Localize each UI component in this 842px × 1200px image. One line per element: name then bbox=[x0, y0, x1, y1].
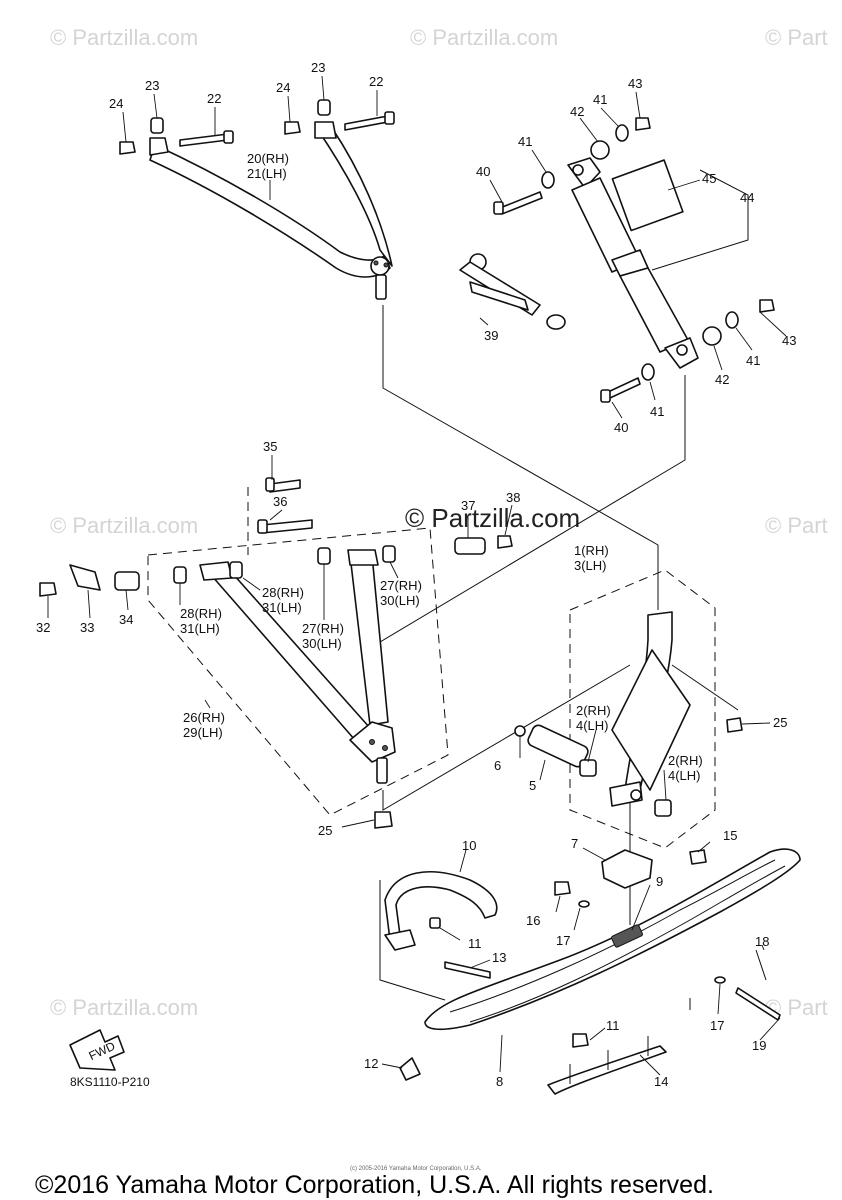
callout-23: 23 bbox=[311, 60, 325, 75]
callout-30-lh: 30(LH) bbox=[380, 593, 420, 608]
callout-22: 22 bbox=[207, 91, 221, 106]
callout-28-rh: 28(RH) bbox=[180, 606, 222, 621]
ski-8 bbox=[399, 848, 801, 1081]
handle-10 bbox=[384, 871, 498, 951]
callout-42: 42 bbox=[715, 372, 729, 387]
callout-8: 8 bbox=[496, 1074, 503, 1089]
watermark: © Partzilla.com bbox=[50, 995, 198, 1020]
watermark: © Partzilla.com bbox=[50, 25, 198, 50]
callout-29-lh: 29(LH) bbox=[183, 725, 223, 740]
callout-38: 38 bbox=[506, 490, 520, 505]
callout-28-rh: 28(RH) bbox=[262, 585, 304, 600]
upper-a-arm bbox=[149, 121, 393, 300]
callout-26-rh: 26(RH) bbox=[183, 710, 225, 725]
fwd-arrow: FWD bbox=[69, 1029, 125, 1071]
tool-39 bbox=[459, 253, 566, 330]
watermark: © Part bbox=[765, 25, 828, 50]
leader-lines bbox=[47, 75, 787, 1076]
assembly-lines bbox=[374, 305, 739, 1001]
watermark-center: © Partzilla.com bbox=[405, 503, 580, 533]
watermark: © Partzilla.com bbox=[50, 513, 198, 538]
copyright-small: (c) 2005-2016 Yamaha Motor Corporation, … bbox=[350, 1166, 482, 1172]
callout-32: 32 bbox=[36, 620, 50, 635]
callout-14: 14 bbox=[654, 1074, 668, 1089]
callout-41: 41 bbox=[746, 353, 760, 368]
callout-41: 41 bbox=[518, 134, 532, 149]
callout-20-rh: 20(RH) bbox=[247, 151, 289, 166]
callout-17: 17 bbox=[556, 933, 570, 948]
callout-4-lh: 4(LH) bbox=[576, 718, 609, 733]
callout-17: 17 bbox=[710, 1018, 724, 1033]
callout-34: 34 bbox=[119, 612, 133, 627]
callout-27-rh: 27(RH) bbox=[302, 621, 344, 636]
callout-36: 36 bbox=[273, 494, 287, 509]
callout-24: 24 bbox=[109, 96, 123, 111]
callout-2-rh: 2(RH) bbox=[668, 753, 703, 768]
callout-19: 19 bbox=[752, 1038, 766, 1053]
callout-10: 10 bbox=[462, 838, 476, 853]
callout-40: 40 bbox=[476, 164, 490, 179]
callout-31-lh: 31(LH) bbox=[262, 600, 302, 615]
damper-7 bbox=[601, 849, 653, 889]
callout-25: 25 bbox=[773, 715, 787, 730]
callout-39: 39 bbox=[484, 328, 498, 343]
callout-7: 7 bbox=[571, 836, 578, 851]
spindle bbox=[374, 611, 743, 829]
callout-44: 44 bbox=[740, 190, 754, 205]
callout-41: 41 bbox=[593, 92, 607, 107]
callout-16: 16 bbox=[526, 913, 540, 928]
callout-40: 40 bbox=[614, 420, 628, 435]
callout-18: 18 bbox=[755, 934, 769, 949]
callout-35: 35 bbox=[263, 439, 277, 454]
callout-42: 42 bbox=[570, 104, 584, 119]
watermarks: © Partzilla.com © Partzilla.com © Part ©… bbox=[50, 25, 828, 1020]
lower-arm-hardware bbox=[39, 477, 513, 597]
callout-37: 37 bbox=[461, 498, 475, 513]
callout-30-lh: 30(LH) bbox=[302, 636, 342, 651]
watermark: © Part bbox=[765, 513, 828, 538]
callout-1-rh: 1(RH) bbox=[574, 543, 609, 558]
shock-hardware bbox=[493, 117, 775, 403]
callout-31-lh: 31(LH) bbox=[180, 621, 220, 636]
dashed-boxes bbox=[147, 487, 716, 849]
copyright: ©2016 Yamaha Motor Corporation, U.S.A. A… bbox=[35, 1171, 714, 1199]
callout-43: 43 bbox=[782, 333, 796, 348]
callout-45: 45 bbox=[702, 171, 716, 186]
callout-labels: 24 23 22 24 23 22 20(RH) 21(LH) 43 41 42… bbox=[36, 60, 796, 1089]
callout-15: 15 bbox=[723, 828, 737, 843]
callout-22: 22 bbox=[369, 74, 383, 89]
callout-21-lh: 21(LH) bbox=[247, 166, 287, 181]
diagram-code: 8KS1110-P210 bbox=[70, 1075, 150, 1089]
watermark: © Partzilla.com bbox=[410, 25, 558, 50]
callout-11: 11 bbox=[606, 1018, 620, 1033]
callout-12: 12 bbox=[364, 1056, 378, 1071]
callout-27-rh: 27(RH) bbox=[380, 578, 422, 593]
callout-3-lh: 3(LH) bbox=[574, 558, 607, 573]
callout-4-lh: 4(LH) bbox=[668, 768, 701, 783]
shock-label bbox=[611, 159, 684, 232]
callout-2-rh: 2(RH) bbox=[576, 703, 611, 718]
shock-absorber bbox=[567, 157, 699, 369]
lower-a-arm bbox=[199, 549, 396, 784]
runner-14 bbox=[547, 998, 691, 1095]
callout-5: 5 bbox=[529, 778, 536, 793]
callout-41: 41 bbox=[650, 404, 664, 419]
callout-13: 13 bbox=[492, 950, 506, 965]
callout-24: 24 bbox=[276, 80, 290, 95]
callout-25: 25 bbox=[318, 823, 332, 838]
callout-6: 6 bbox=[494, 758, 501, 773]
callout-9: 9 bbox=[656, 874, 663, 889]
callout-11: 11 bbox=[468, 936, 482, 951]
upper-arm-hardware bbox=[119, 99, 395, 155]
callout-23: 23 bbox=[145, 78, 159, 93]
callout-33: 33 bbox=[80, 620, 94, 635]
callout-43: 43 bbox=[628, 76, 642, 91]
